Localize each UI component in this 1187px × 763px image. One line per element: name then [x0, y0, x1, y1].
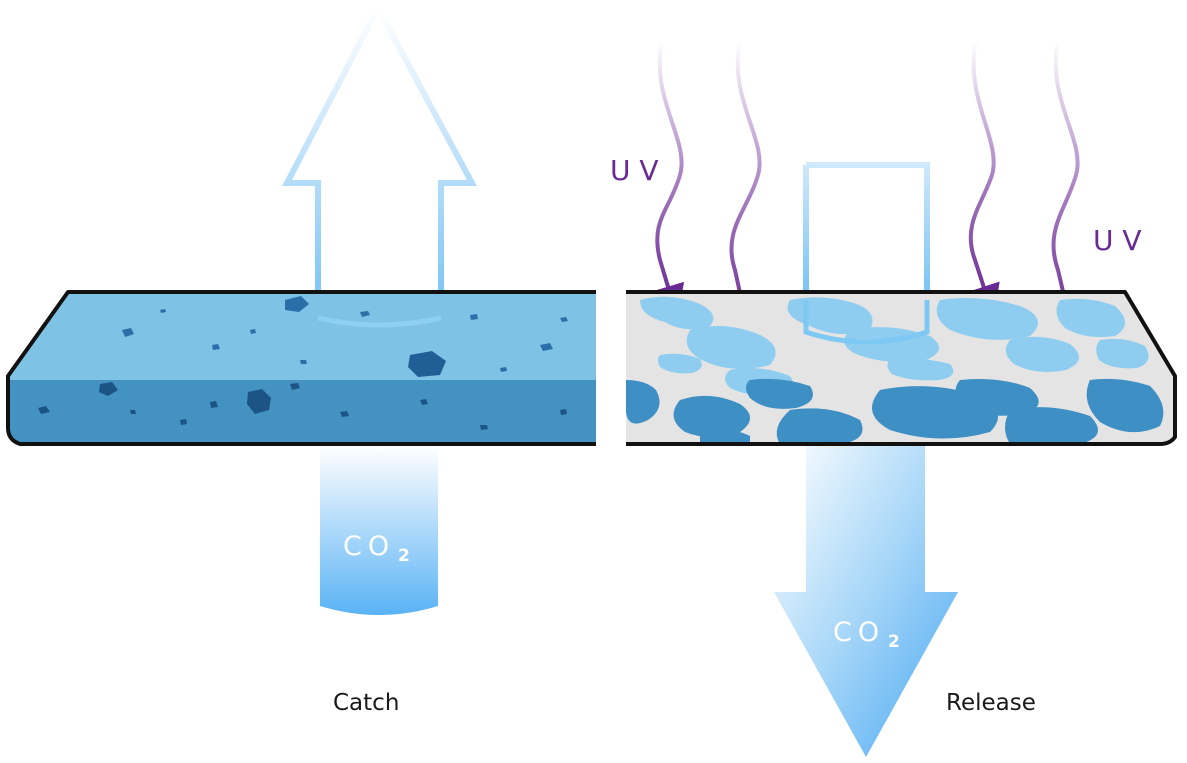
catch-slab: [6, 290, 596, 446]
catch-co2-label: CO: [343, 531, 395, 562]
catch-hollow-arrow-icon: [282, 1, 478, 333]
catch-caption: Catch: [333, 690, 400, 716]
co2-arrow-down-icon: [774, 446, 958, 757]
release-tube-base-icon: [803, 300, 930, 345]
uv-ray-icon: [655, 38, 685, 313]
release-co2-label: CO: [833, 617, 885, 648]
uv-rays: [655, 38, 1086, 344]
release-caption: Release: [946, 690, 1036, 716]
uv-label-left: U V: [610, 154, 659, 187]
uv-ray-icon: [1051, 38, 1086, 343]
catch-co2-subscript: 2: [398, 546, 410, 566]
release-tube-icon: [803, 162, 930, 300]
uv-ray-icon: [968, 38, 1000, 313]
uv-label-right: U V: [1093, 224, 1142, 257]
uv-ray-icon: [729, 38, 762, 344]
co2-arrow-up-icon: [320, 446, 438, 615]
catch-arrow-base-icon: [317, 315, 442, 328]
release-co2-subscript: 2: [888, 632, 900, 652]
release-slab: [626, 290, 1177, 446]
